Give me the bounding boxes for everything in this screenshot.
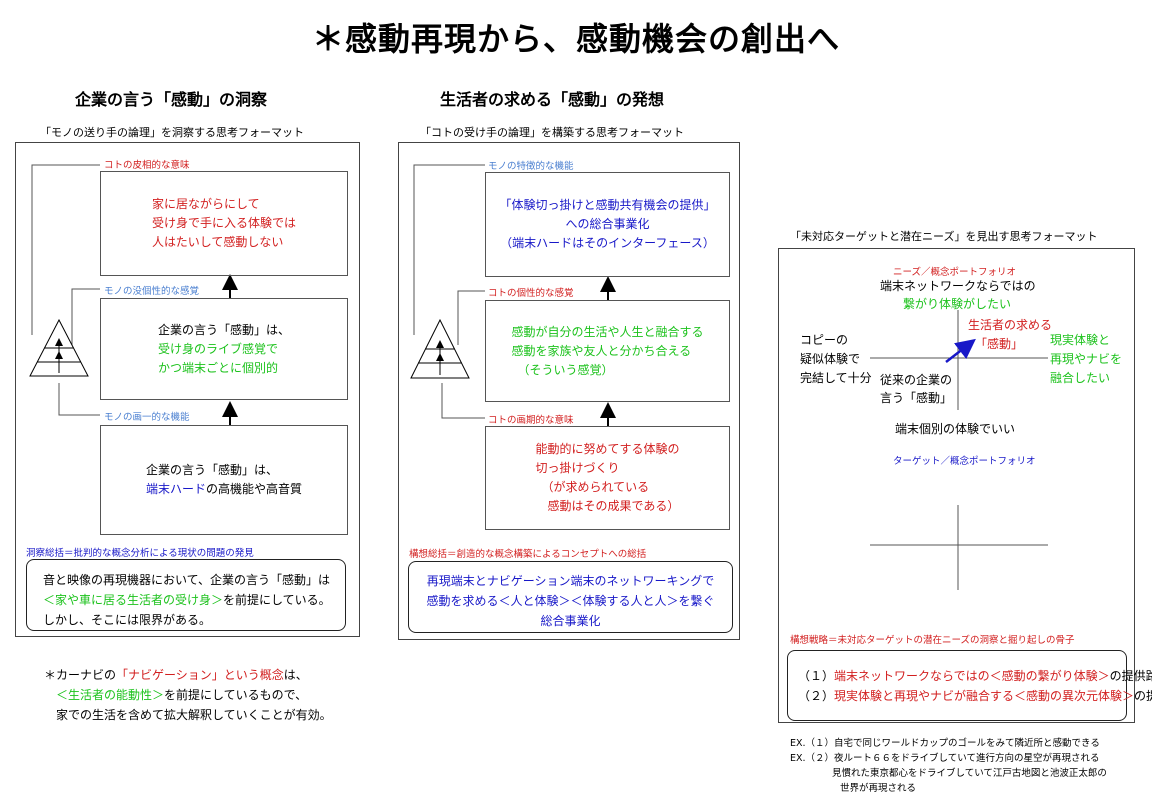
middle-box1-line: への総合事業化 [565, 217, 650, 231]
left-caption: 「モノの送り手の論理」を洞察する思考フォーマット [40, 126, 304, 139]
left-box3-blue: 端末ハード [145, 482, 206, 496]
middle-label-mid: コトの個性的な感覚 [488, 288, 574, 299]
right-needs: 現実体験と 再現やナビを 融合したい [1050, 331, 1122, 388]
right-needs-line: 再現やナビを [1050, 352, 1123, 366]
page-title: ＊感動再現から、感動機会の創出へ [311, 20, 840, 58]
middle-box-3: 能動的に努めてする体験の 切っ掛けづくり （が求められている 感動はその成果であ… [485, 426, 730, 530]
bottom-needs: 端末個別の体験でいい [895, 422, 1016, 436]
left-summary-line: しかし、そこには限界がある。 [43, 613, 212, 627]
left-label-mid: モノの没個性的な感覚 [104, 286, 200, 297]
left-heading: 企業の言う「感動」の洞察 [75, 90, 268, 109]
left-box3-rest: の高機能や高音質 [206, 482, 303, 496]
top-needs-green: 繋がり体験がしたい [903, 297, 1012, 311]
example-line: EX.（２）夜ルート６６をドライブしていて進行方向の星空が再現される [790, 753, 1100, 764]
flow-arrows [222, 274, 616, 426]
left-label-bot: モノの画一的な機能 [104, 412, 190, 423]
route1-num: （１） [798, 669, 835, 683]
middle-box3-line: 能動的に努めてする体験の [535, 442, 680, 456]
target-label: ターゲット／概念ポートフォリオ [893, 456, 1036, 467]
middle-heading: 生活者の求める「感動」の発想 [440, 90, 665, 109]
left-pyramid [29, 318, 89, 377]
left-label-top: コトの皮相的な意味 [104, 160, 190, 171]
left-box3-line: 企業の言う「感動」は、 [145, 463, 278, 477]
middle-summary-box: 再現端末とナビゲーション端末のネットワーキングで 感動を求める＜人と体験＞＜体験… [408, 561, 733, 633]
shift-arrow [945, 338, 976, 363]
footnote-green: ＜生活者の能動性＞ [56, 688, 165, 702]
strategy-box: （１）端末ネットワークならではの＜感動の繋がり体験＞の提供路線 （２）現実体験と… [787, 650, 1152, 721]
middle-summary-line: 再現端末とナビゲーション端末のネットワーキングで [426, 574, 715, 588]
right-needs-line: 融合したい [1050, 371, 1111, 385]
q4-line: 「感動」 [975, 337, 1024, 351]
left-summary-green: ＜家や車に居る生活者の受け身＞ [43, 593, 224, 607]
middle-box2-line: 感動が自分の生活や人生と融合する [511, 324, 704, 339]
left-brackets [31, 164, 485, 419]
middle-summary-label: 構想総括＝創造的な概念構築によるコンセプトへの総括 [409, 549, 647, 560]
middle-box1-line: （端末ハードはそのインターフェース） [500, 236, 715, 250]
middle-box2-line: 感動を家族や友人と分かち合える [511, 343, 692, 358]
left-needs-line: 完結して十分 [800, 371, 872, 385]
middle-label-bot: コトの画期的な意味 [488, 415, 574, 426]
middle-frame [398, 142, 740, 640]
left-box2-line: かつ端末ごとに個別的 [157, 360, 278, 375]
left-box2-line: 受け身のライブ感覚で [157, 341, 278, 356]
left-box1-line: 受け身で手に入る体験では [151, 216, 296, 230]
left-needs: コピーの 疑似体験で 完結して十分 [800, 331, 872, 388]
middle-box3-line: 切っ掛けづくり [535, 461, 620, 475]
left-summary-line: 音と映像の再現機器において、企業の言う「感動」は [43, 573, 331, 587]
example-line: EX.（１）自宅で同じワールドカップのゴールをみて隣近所と感動できる [790, 738, 1100, 749]
q4-line: 生活者の求める [968, 318, 1053, 332]
middle-box3-line: （が求められている [541, 480, 650, 494]
route2-num: （２） [798, 689, 835, 703]
left-needs-line: 疑似体験で [800, 352, 861, 366]
middle-label-top: モノの特徴的な機能 [488, 161, 574, 172]
route2-red: 現実体験と再現やナビが融合する＜感動の異次元体験＞ [834, 689, 1135, 703]
top-needs-black: 端末ネットワークならではの [880, 279, 1036, 293]
right-needs-line: 現実体験と [1050, 333, 1111, 347]
route1-rest: の提供路線 [1109, 669, 1152, 683]
left-box-2: 企業の言う「感動」は、 受け身のライブ感覚で かつ端末ごとに個別的 [100, 298, 348, 400]
right-frame [778, 248, 1135, 723]
footnote-red: 「ナビゲーション」という概念 [116, 668, 284, 682]
footnote-rest: を前提にしているもので、 [164, 688, 308, 702]
left-box1-line: 家に居ながらにして [151, 197, 260, 211]
middle-box-1: 「体験切っ掛けと感動共有機会の提供」 への総合事業化 （端末ハードはそのインター… [485, 172, 730, 277]
needs-label: ニーズ／概念ポートフォリオ [893, 267, 1017, 278]
route2-rest: の提供路線 [1134, 689, 1152, 703]
q3-line: 言う「感動」 [880, 391, 953, 405]
footnote-line3: 家での生活を含めて拡大解釈していくことが有効。 [56, 708, 332, 722]
left-summary-rest: を前提にしている。 [223, 593, 331, 607]
middle-summary-line: 総合事業化 [540, 614, 601, 628]
left-frame [15, 142, 360, 637]
footnote-pre: ＊カーナビの [44, 668, 117, 682]
left-box-3: 企業の言う「感動」は、 端末ハードの高機能や高音質 [100, 425, 348, 535]
left-box2-line: 企業の言う「感動」は、 [157, 322, 290, 337]
route1-red: 端末ネットワークならではの＜感動の繋がり体験＞ [834, 669, 1110, 683]
middle-caption: 「コトの受け手の論理」を構築する思考フォーマット [420, 126, 684, 139]
strategy-label: 構想戦略＝未対応ターゲットの潜在ニーズの洞察と掘り起しの骨子 [790, 635, 1075, 646]
middle-box2-line: （そういう感覚） [517, 362, 614, 377]
left-summary-label: 洞察総括＝批判的な概念分析による現状の問題の発見 [26, 548, 254, 559]
middle-pyramid [410, 318, 470, 379]
example-line: 見慣れた東京都心をドライブしていて江戸古地図と池波正太郎の [832, 768, 1107, 779]
footnote-post: は、 [283, 668, 308, 682]
examples: EX.（１）自宅で同じワールドカップのゴールをみて隣近所と感動できる EX.（２… [790, 736, 1107, 796]
middle-box-2: 感動が自分の生活や人生と融合する 感動を家族や友人と分かち合える （そういう感覚… [485, 300, 730, 402]
left-needs-line: コピーの [800, 333, 849, 347]
example-line: 世界が再現される [840, 783, 917, 794]
q3-line: 従来の企業の [880, 373, 953, 387]
left-box-1: 家に居ながらにして 受け身で手に入る体験では 人はたいして感動しない [100, 171, 348, 276]
left-summary-box: 音と映像の再現機器において、企業の言う「感動」は ＜家や車に居る生活者の受け身＞… [26, 559, 346, 631]
middle-box1-line: 「体験切っ掛けと感動共有機会の提供」 [499, 198, 716, 212]
footnote: ＊カーナビの「ナビゲーション」という概念は、 ＜生活者の能動性＞を前提にしている… [44, 665, 332, 725]
middle-summary-line: 感動を求める＜人と体験＞＜体験する人と人＞を繋ぐ [426, 594, 715, 608]
right-caption: 「未対応ターゲットと潜在ニーズ」を見出す思考フォーマット [790, 230, 1098, 243]
middle-box3-line: 感動はその成果である） [547, 499, 680, 513]
left-box1-line: 人はたいして感動しない [151, 235, 284, 249]
